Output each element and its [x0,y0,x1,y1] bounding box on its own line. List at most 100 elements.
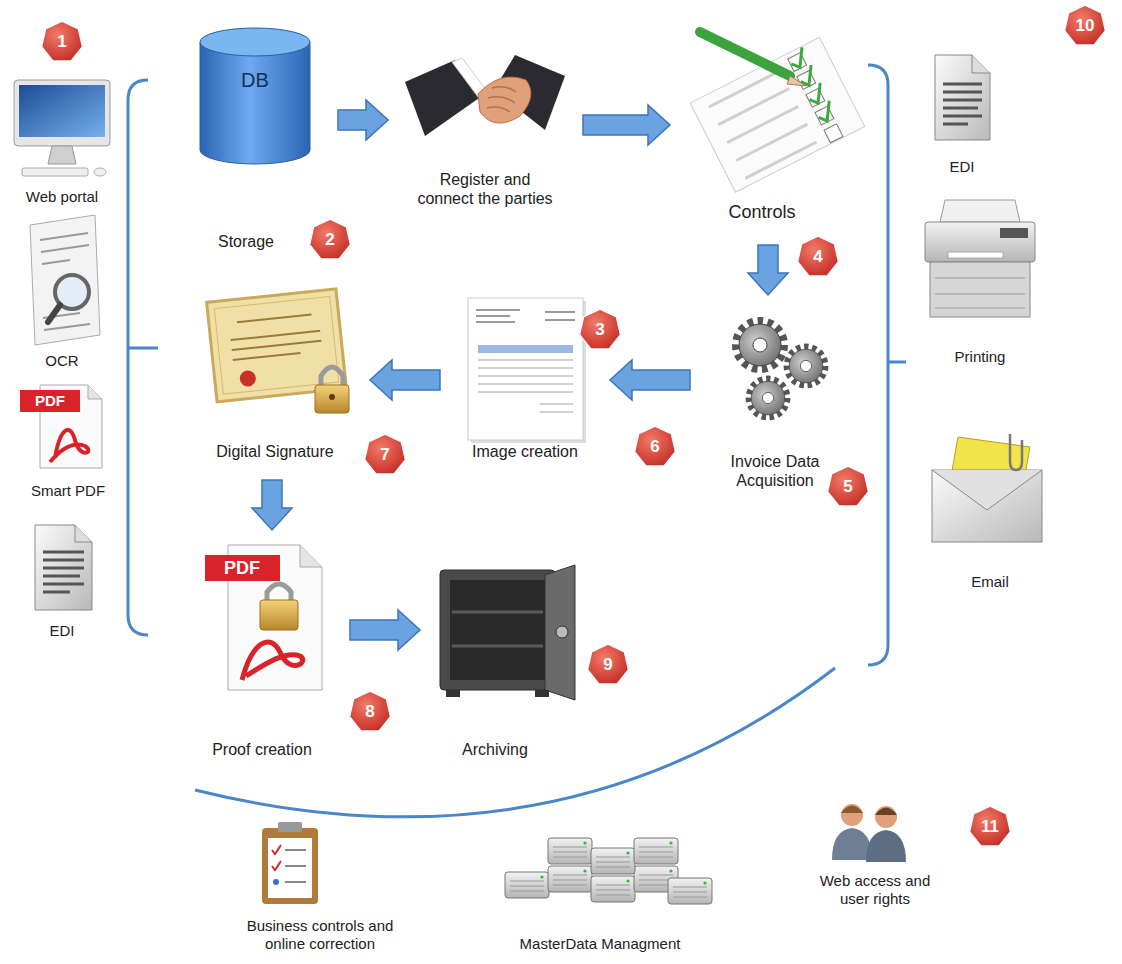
database-cylinder [200,28,310,164]
process-step: Register and connect the parties [398,20,573,220]
monitor-icon [94,168,106,176]
ocr-icon [30,215,100,345]
callout-number: 6 [635,437,675,457]
certificate-picture [329,394,335,400]
process-step: Digital Signature [200,280,360,470]
ocr-icon [30,215,100,345]
callout-number: 1 [42,32,82,52]
channel-label: Printing [930,348,1030,366]
step-label: Invoice Data Acquisition [715,452,835,490]
process-step: Invoice Data Acquisition [700,305,850,500]
callout-number: 8 [350,702,390,722]
edi-document-icon [943,84,982,124]
callout-number: 10 [1065,16,1105,36]
certificate-picture [229,314,322,360]
callout-number: 11 [970,817,1010,837]
clipboard-icon [262,822,318,904]
handshake-picture [487,87,516,112]
checklist-picture [787,47,837,123]
checklist-picture [788,53,807,72]
flow-arrow [252,480,292,530]
locked-pdf-picture [205,545,322,690]
callout-badge [635,426,676,466]
checklist-picture [690,37,865,192]
callout-badge [42,21,83,61]
users-icon [875,808,897,816]
service-arc [195,668,835,817]
channel-label: EDI [932,158,992,176]
step-label: Register and connect the parties [413,170,558,208]
pdf-icon [20,390,80,412]
callout-number: 9 [588,655,628,675]
printer-icon [935,278,1025,308]
users-icon [866,830,906,862]
handshake-picture [405,55,565,136]
step-label: Storage [191,232,301,251]
printer-icon [925,222,1035,262]
flow-arrow [350,610,420,650]
callout-badge [798,236,839,276]
email-icon [932,470,1042,510]
flow-arrow [610,360,690,400]
edi-document-icon [972,55,990,73]
edi-document-icon [43,552,84,592]
safe-picture [535,690,549,697]
server-icon [591,848,635,874]
process-step: Controls [680,20,865,235]
step-label: Image creation [455,442,595,461]
channel-label: Web portal [7,188,117,206]
database-cylinder [200,42,310,164]
invoice-picture [478,360,573,412]
checklist-picture [824,124,843,143]
channel-label: Email [950,573,1030,591]
server-icon [634,838,678,864]
invoice-picture [468,298,586,443]
users-icon [832,804,906,862]
callout-badge [365,434,406,474]
callout-badge [42,5,1106,846]
process-step: DB Storage [192,25,328,265]
clipboard-icon [272,845,281,870]
certificate-picture [239,370,257,388]
checklist-picture [797,70,816,89]
checklist-picture [806,88,825,107]
service-label: Web access and user rights [810,872,940,908]
server-icon [591,876,635,902]
checklist-picture [700,32,790,76]
safe-picture [440,570,555,690]
monitor-icon [14,80,110,176]
callout-badge [828,466,869,506]
safe-picture [440,565,575,700]
clipboard-icon [273,879,279,885]
ocr-icon [48,305,60,322]
server-icon [505,872,549,898]
callout-badge [970,806,1011,846]
safe-picture [545,565,575,700]
process-step: Archiving [430,555,570,765]
invoice-picture [476,310,575,322]
locked-pdf-picture [300,545,322,567]
safe-picture [556,626,568,638]
email-icon [1010,434,1022,470]
checklist-picture [690,37,865,192]
email-icon [932,470,1042,542]
server-icon [548,866,592,892]
server-icon [548,838,592,864]
server-icon [505,838,712,904]
callout-badge [310,219,351,259]
users-icon [841,806,863,814]
database-label: DB [225,68,285,92]
safe-picture [446,690,460,697]
users-icon [832,828,872,860]
users-icon [841,804,863,826]
email-icon [932,434,1042,542]
service-label: MasterData Managment [490,935,710,953]
gears-picture [736,321,784,369]
callout-number: 4 [798,247,838,267]
flow-arrow [583,105,670,145]
process-step: Image creation [450,285,600,470]
